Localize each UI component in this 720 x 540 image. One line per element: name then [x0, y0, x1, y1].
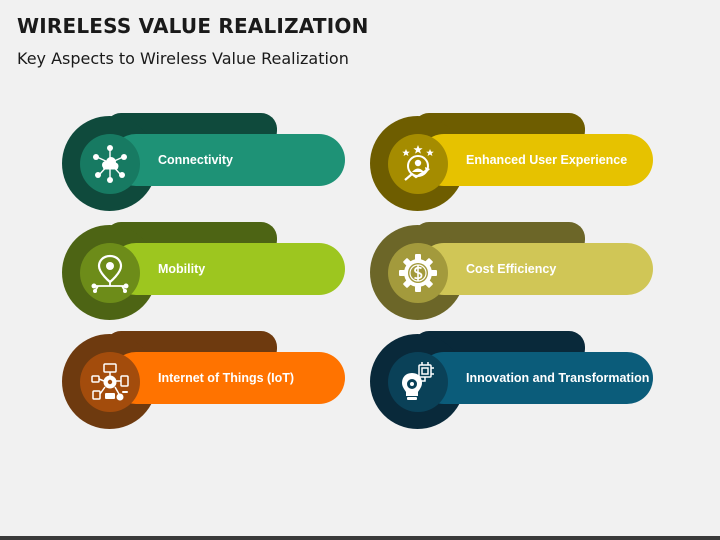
icon-badge — [388, 352, 448, 412]
page-title: WIRELESS VALUE REALIZATION — [17, 14, 369, 38]
page-subtitle: Key Aspects to Wireless Value Realizatio… — [17, 49, 349, 68]
icon-badge — [388, 134, 448, 194]
card-pill — [418, 134, 653, 186]
card-label: Connectivity — [158, 153, 234, 167]
location-pin-icon — [91, 254, 129, 293]
card-label: Cost Efficiency — [466, 262, 557, 276]
user-rating-icon — [402, 145, 434, 181]
card-pill — [110, 243, 345, 295]
card-label: Mobility — [158, 262, 206, 276]
lightbulb-gear-icon — [402, 362, 434, 400]
dollar-gear-icon — [399, 254, 437, 292]
icon-badge — [80, 352, 140, 412]
aspect-card-user-experience: Enhanced User Experience — [370, 113, 670, 223]
aspect-card-innovation: Innovation and Transformation — [370, 331, 670, 441]
icon-badge — [80, 134, 140, 194]
card-label: Enhanced User Experience — [466, 153, 628, 167]
footer-bar — [0, 536, 720, 540]
aspect-card-iot: Internet of Things (IoT) — [62, 331, 362, 441]
card-pill — [418, 352, 653, 404]
card-pill — [418, 243, 653, 295]
aspect-card-connectivity: Connectivity — [62, 113, 362, 223]
iot-devices-icon — [91, 363, 129, 401]
icon-badge — [80, 243, 140, 303]
network-cloud-icon — [93, 145, 127, 183]
aspect-card-cost-efficiency: Cost Efficiency — [370, 222, 670, 332]
card-label: Innovation and Transformation — [466, 371, 650, 385]
icon-badge — [388, 243, 448, 303]
card-pill — [110, 352, 345, 404]
card-pill — [110, 134, 345, 186]
aspect-card-mobility: Mobility — [62, 222, 362, 332]
card-label: Internet of Things (IoT) — [158, 371, 295, 385]
